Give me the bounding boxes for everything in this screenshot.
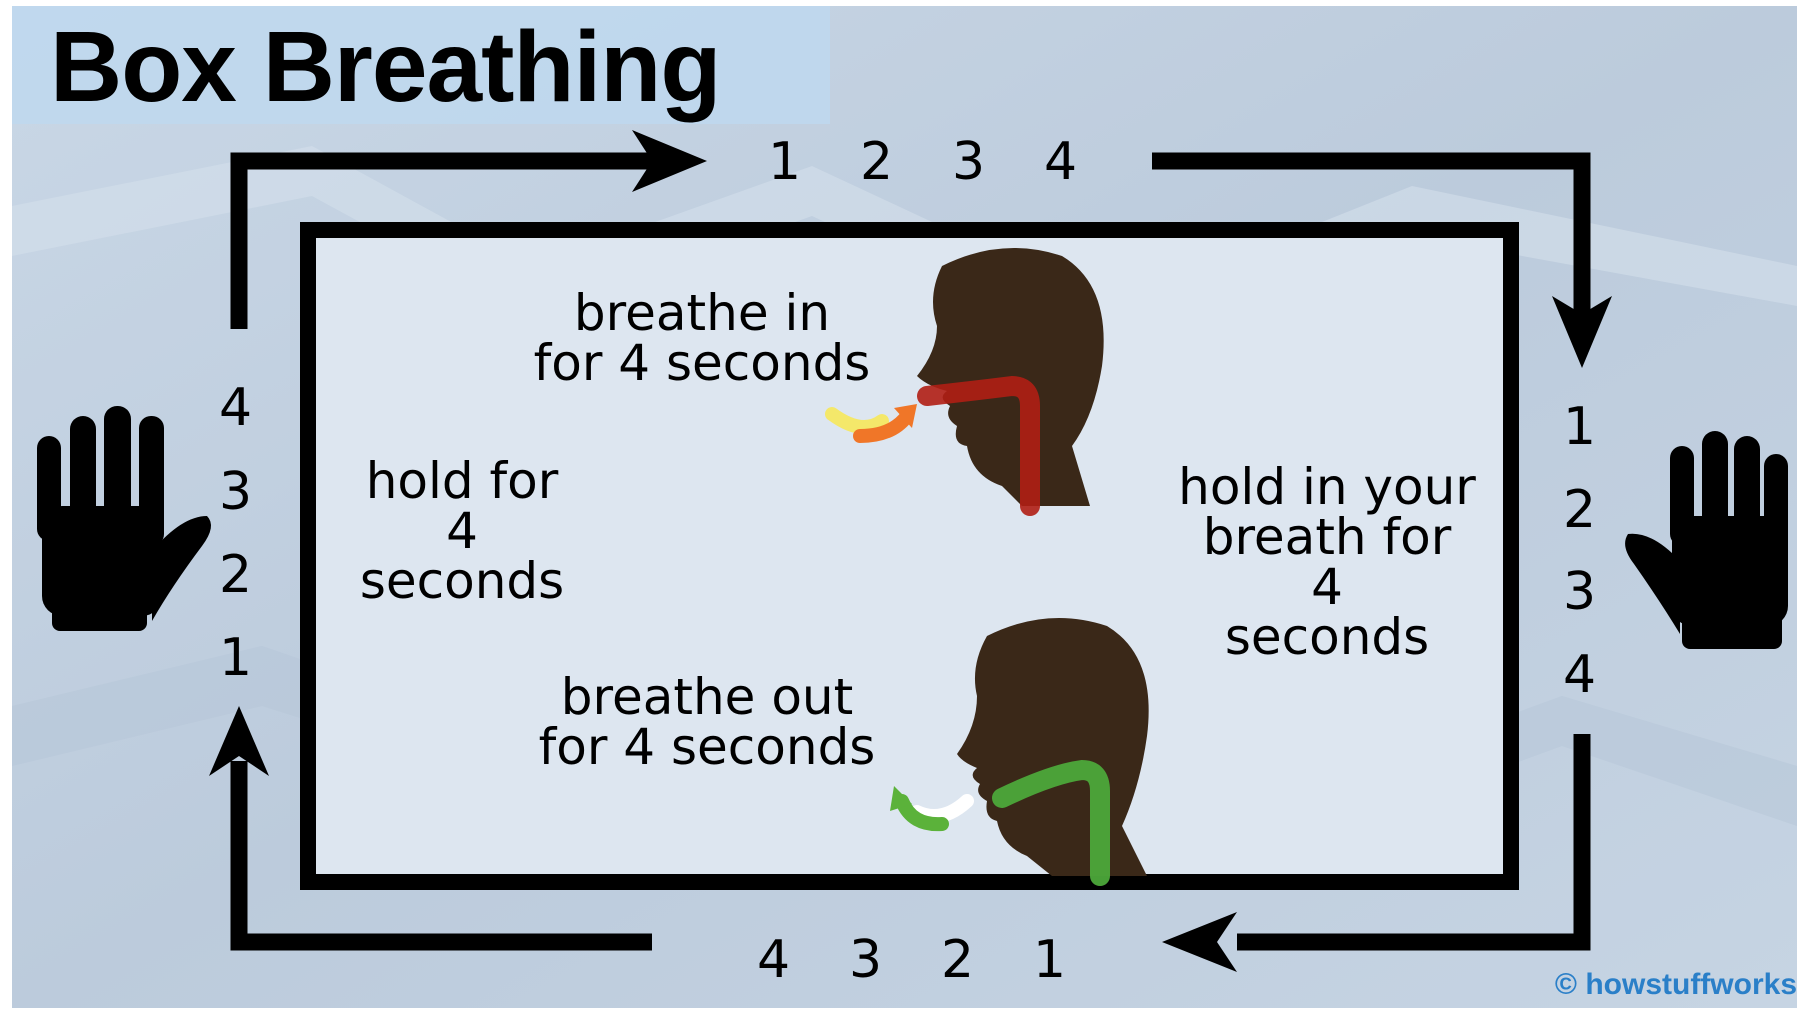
count-bottom-1: 1 (1033, 934, 1066, 986)
count-right-2: 2 (1563, 484, 1596, 536)
page-title: Box Breathing (50, 8, 720, 126)
credit-logo: © howstuffworks (1555, 968, 1797, 1002)
box-breathing-diagram: Box Breathing 1 2 3 4 1 2 3 4 4 3 2 1 4 … (12, 6, 1797, 1008)
count-left-3: 3 (219, 466, 252, 518)
count-left-4: 4 (219, 382, 252, 434)
count-bottom-2: 2 (941, 934, 974, 986)
count-top-3: 3 (952, 136, 985, 188)
hold-full-caption: hold in your breath for 4 seconds (1162, 462, 1492, 662)
hold-full-caption-line-3: 4 (1162, 562, 1492, 612)
hold-empty-caption-line-1: hold for (342, 456, 582, 506)
exhale-caption-line-2: for 4 seconds (507, 722, 907, 772)
hold-full-caption-line-1: hold in your (1162, 462, 1492, 512)
hold-empty-caption-line-3: seconds (342, 556, 582, 606)
inhale-caption: breathe in for 4 seconds (507, 288, 897, 388)
hold-full-caption-line-4: seconds (1162, 612, 1492, 662)
count-right-4: 4 (1563, 649, 1596, 701)
count-bottom-3: 3 (849, 934, 882, 986)
exhale-caption: breathe out for 4 seconds (507, 672, 907, 772)
hold-empty-caption-line-2: 4 (342, 506, 582, 556)
count-left-1: 1 (219, 632, 252, 684)
exhale-caption-line-1: breathe out (507, 672, 907, 722)
count-top-4: 4 (1044, 136, 1077, 188)
count-bottom-4: 4 (757, 934, 790, 986)
count-right-1: 1 (1563, 401, 1596, 453)
count-top-2: 2 (860, 136, 893, 188)
hold-empty-caption: hold for 4 seconds (342, 456, 582, 606)
diagram-canvas (12, 6, 1797, 1008)
count-left-2: 2 (219, 549, 252, 601)
inhale-caption-line-2: for 4 seconds (507, 338, 897, 388)
count-top-1: 1 (768, 136, 801, 188)
hold-full-caption-line-2: breath for (1162, 512, 1492, 562)
count-right-3: 3 (1563, 566, 1596, 618)
inhale-caption-line-1: breathe in (507, 288, 897, 338)
